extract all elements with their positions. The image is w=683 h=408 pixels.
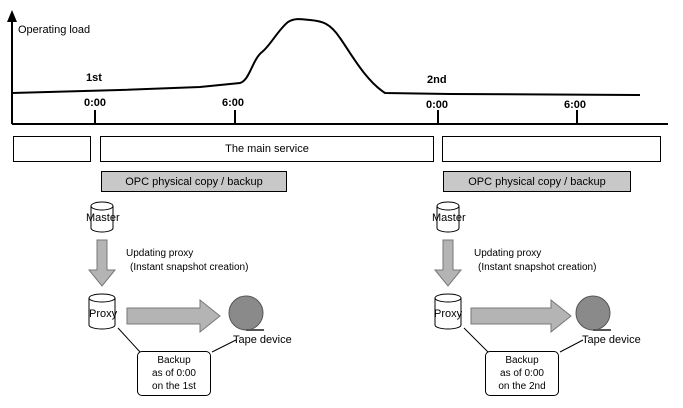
main-service-box: The main service <box>100 136 434 162</box>
snapshot-label-1: (Instant snapshot creation) <box>130 262 249 273</box>
backup-line-2a: Backup <box>505 355 539 366</box>
connector-1a <box>117 327 141 353</box>
tape-device-2 <box>575 295 611 331</box>
proxy-cylinder-1 <box>88 293 116 330</box>
backup-line-1b: as of 0:00 <box>152 368 196 379</box>
master-cylinder-1 <box>90 201 114 233</box>
time-label-0000-2nd: 0:00 <box>426 99 449 111</box>
tape-device-label-2: Tape device <box>582 334 641 346</box>
connector-2b <box>559 339 584 353</box>
operating-load-curve <box>11 18 641 96</box>
snapshot-label-2: (Instant snapshot creation) <box>478 262 597 273</box>
service-box-after <box>442 136 661 162</box>
master-label-2: Master <box>432 212 466 224</box>
backup-box-1: Backup as of 0:00 on the 1st <box>137 351 211 396</box>
backup-box-2: Backup as of 0:00 on the 2nd <box>485 351 559 396</box>
day-label-2nd: 2nd <box>427 74 447 86</box>
tape-device-1 <box>228 295 264 331</box>
chart-ylabel: Operating load <box>18 24 91 36</box>
backup-line-1a: Backup <box>157 355 191 366</box>
right-arrow-2 <box>470 298 572 334</box>
master-label-1: Master <box>86 212 120 224</box>
right-arrow-1 <box>126 298 221 334</box>
backup-line-1c: on the 1st <box>152 381 196 392</box>
time-label-0600-1st: 6:00 <box>222 97 245 109</box>
backup-line-2b: as of 0:00 <box>500 368 544 379</box>
main-service-label: The main service <box>225 143 309 155</box>
time-label-0600-2nd: 6:00 <box>564 99 587 111</box>
backup-line-2c: on the 2nd <box>498 381 546 392</box>
proxy-label-1: Proxy <box>89 308 118 320</box>
proxy-label-2: Proxy <box>434 308 463 320</box>
proxy-cylinder-2 <box>434 293 462 330</box>
y-axis-arrowhead <box>7 10 17 22</box>
tape-device-label-1: Tape device <box>233 334 292 346</box>
opc-backup-label-1: OPC physical copy / backup <box>101 171 287 192</box>
opc-backup-label-2: OPC physical copy / backup <box>443 171 631 192</box>
down-arrow-2 <box>433 239 463 287</box>
down-arrow-1 <box>87 239 117 287</box>
updating-proxy-label-1: Updating proxy <box>126 248 194 259</box>
time-label-0000-1st: 0:00 <box>84 97 107 109</box>
updating-proxy-label-2: Updating proxy <box>474 248 542 259</box>
connector-1b <box>211 339 237 353</box>
service-box-before <box>13 136 91 162</box>
connector-2a <box>463 327 489 353</box>
master-cylinder-2 <box>436 201 460 233</box>
day-label-1st: 1st <box>86 72 102 84</box>
